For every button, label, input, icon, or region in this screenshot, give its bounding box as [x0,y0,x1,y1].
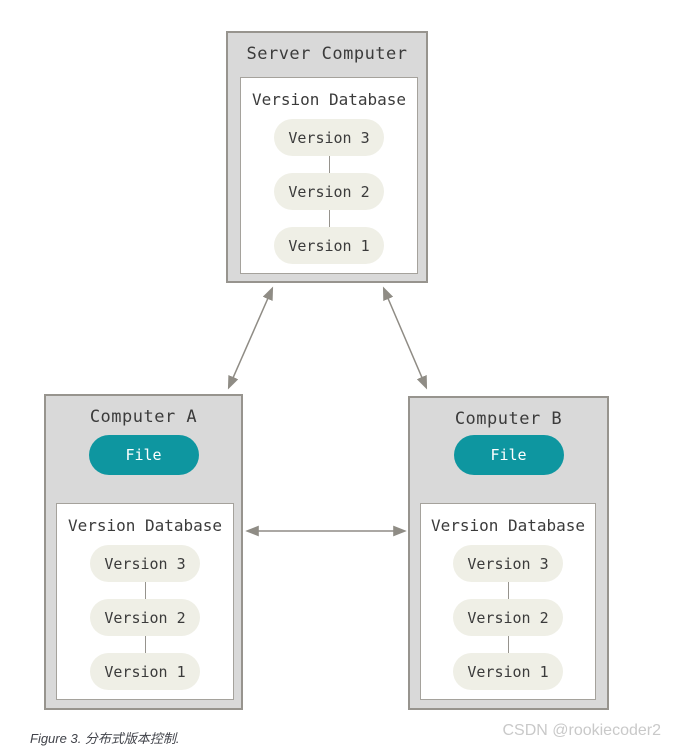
version-connector [328,156,330,173]
computer-b-version-1-pill: Version 1 [453,653,563,690]
server-version-2-pill: Version 2 [274,173,384,210]
computer-a-version-3-pill: Version 3 [90,545,200,582]
arrow-server-to-computer-b [382,286,428,390]
computer-a-file-pill: File [88,435,199,475]
computer-b-title: Computer B [454,409,563,429]
server-version-database-label: Version Database [251,90,407,109]
figure-caption: Figure 3. 分布式版本控制. [30,731,180,746]
computer-a-title: Computer A [89,407,198,427]
server-version-1-pill: Version 1 [274,227,384,264]
computer-a-version-database-label: Version Database [67,516,223,535]
server-version-3-pill: Version 3 [274,119,384,156]
computer-b-version-database-box: Version Database Version 3 Version 2 Ver… [420,503,596,700]
computer-b-version-2-pill: Version 2 [453,599,563,636]
arrow-server-to-computer-a [227,286,274,390]
version-connector [144,636,146,653]
server-version-database-box: Version Database Version 3 Version 2 Ver… [240,77,418,274]
computer-b-box: Computer B File Version Database Version… [408,396,609,710]
version-connector [507,636,509,653]
computer-a-version-2-pill: Version 2 [90,599,200,636]
computer-b-version-database-label: Version Database [430,516,586,535]
csdn-watermark: CSDN @rookiecoder2 [502,722,661,739]
server-computer-box: Server Computer Version Database Version… [226,31,428,283]
version-connector [507,582,509,599]
version-connector [144,582,146,599]
computer-b-file-pill: File [453,435,564,475]
server-computer-title: Server Computer [246,44,408,64]
computer-a-version-database-box: Version Database Version 3 Version 2 Ver… [56,503,234,700]
computer-a-box: Computer A File Version Database Version… [44,394,243,710]
computer-b-version-3-pill: Version 3 [453,545,563,582]
version-connector [328,210,330,227]
computer-a-version-1-pill: Version 1 [90,653,200,690]
